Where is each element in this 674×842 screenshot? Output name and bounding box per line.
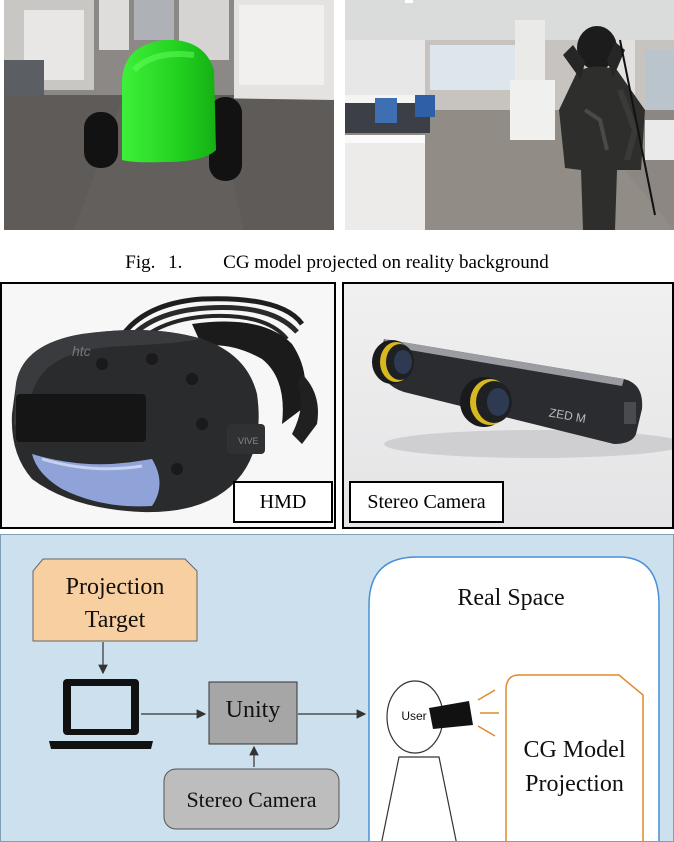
cg-model-projection-box [505,674,644,841]
camera-brand-text: ZED M [548,405,587,425]
stereo-camera-label: Stereo Camera [349,481,504,523]
hmd-icon [429,701,473,729]
hmd-label: HMD [233,481,333,523]
caption-label: Fig. [125,252,156,273]
user-body [381,756,457,841]
laptop-icon [49,679,153,749]
caption-text: CG model projected on reality background [223,252,549,273]
user-label: User [401,709,427,723]
projection-target-label: Projection Target [65,574,165,633]
hmd-photo-panel: htc VIVE HMD [0,282,336,529]
unity-label: Unity [225,697,281,723]
caption-number: 1. [168,252,183,273]
figure-1-caption: Fig. 1. CG model projected on reality ba… [0,252,674,274]
real-space-label: Real Space [457,585,565,611]
user-hmd-photo [345,0,674,230]
stereo-camera-photo-panel: ZED M Stereo Camera [342,282,674,529]
system-diagram: Projection Target Unity Stereo Camera Re… [0,534,674,842]
cg-model-projection-label: CG Model Projection [523,737,626,797]
unity-box [208,681,298,745]
stereo-camera-box [163,768,340,830]
hmd-brand-text: htc [72,343,91,359]
projection-target-box [32,558,198,642]
stereo-camera-diagram-label: Stereo Camera [186,787,317,812]
hmd-side-text: VIVE [238,436,259,446]
cg-model-photo [4,0,334,230]
